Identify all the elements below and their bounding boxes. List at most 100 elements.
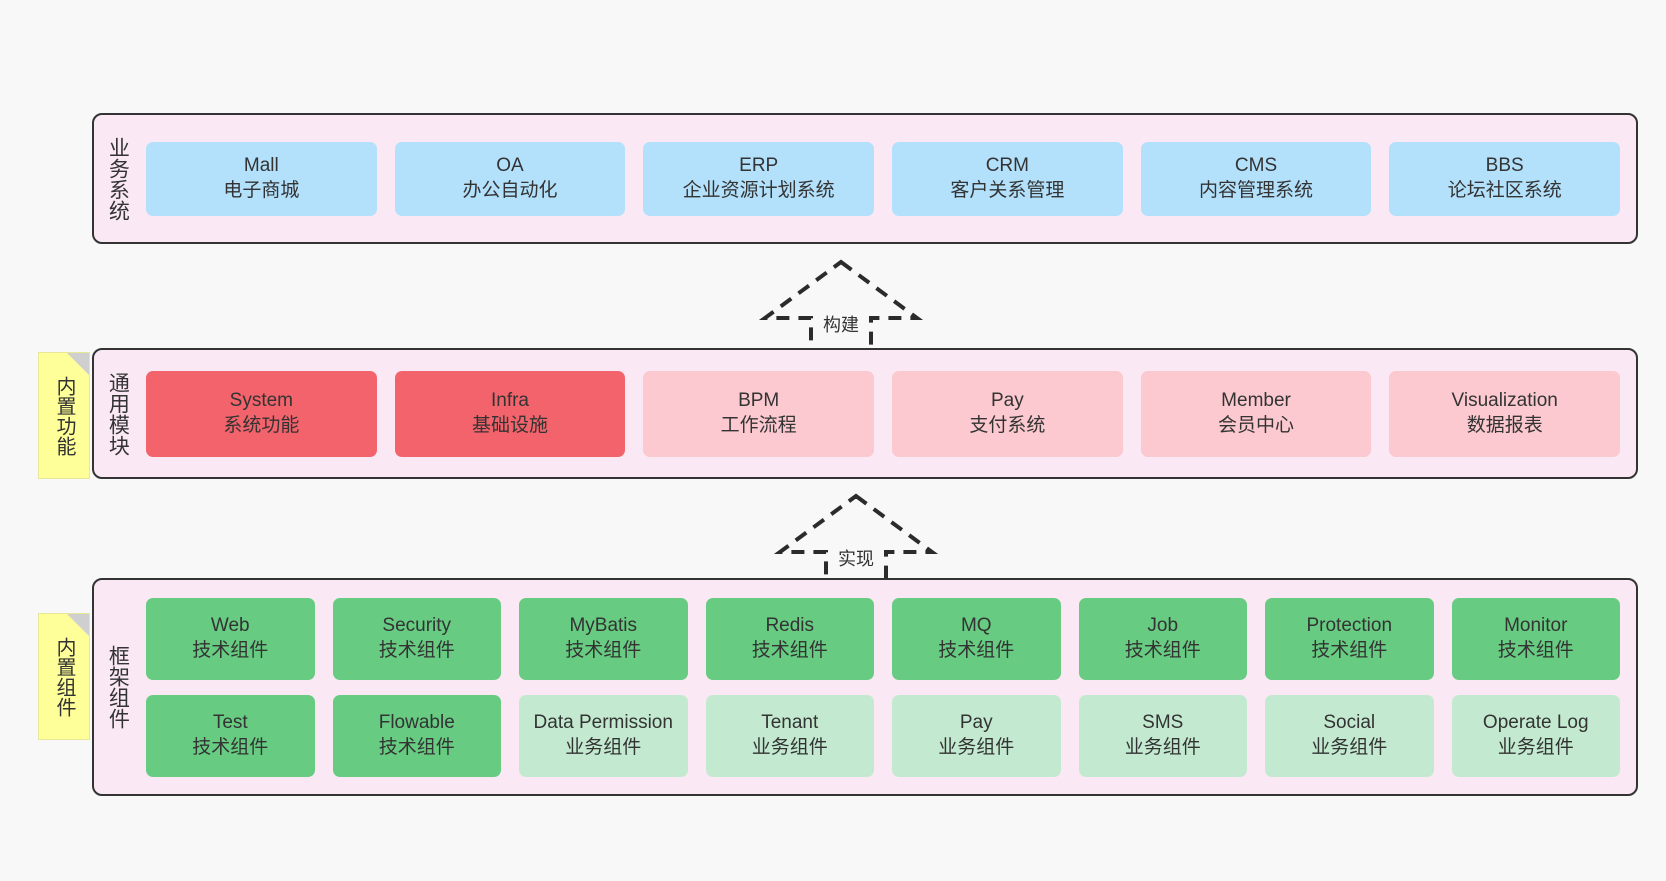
node-tenant[interactable]: Tenant 业务组件: [705, 694, 874, 777]
note-builtin-components: 内置组件: [38, 613, 90, 740]
node-bpm-title: BPM: [738, 389, 780, 411]
node-protection-subtitle: 技术组件: [1311, 639, 1388, 661]
node-redis[interactable]: Redis 技术组件: [705, 597, 874, 680]
node-flowable-title: Flowable: [378, 711, 455, 733]
node-system-title: System: [229, 389, 294, 411]
node-mq-title: MQ: [960, 614, 992, 636]
node-protection-title: Protection: [1306, 614, 1393, 636]
node-sms[interactable]: SMS 业务组件: [1078, 694, 1247, 777]
node-web-title: Web: [210, 614, 250, 636]
node-tenant-title: Tenant: [761, 711, 819, 733]
node-job-title: Job: [1147, 614, 1179, 636]
node-cms-subtitle: 内容管理系统: [1199, 179, 1314, 201]
note-builtin-functions-label: 内置功能: [53, 375, 75, 456]
node-mall[interactable]: Mall 电子商城: [146, 141, 377, 216]
node-oa-subtitle: 办公自动化: [462, 179, 558, 201]
row-business-components: Test 技术组件 Flowable 技术组件 Data Permission …: [146, 694, 1620, 777]
node-protection[interactable]: Protection 技术组件: [1265, 597, 1434, 680]
node-pay-module[interactable]: Pay 支付系统: [892, 370, 1123, 457]
node-security[interactable]: Security 技术组件: [332, 597, 501, 680]
node-data-permission-subtitle: 业务组件: [565, 736, 642, 758]
node-infra[interactable]: Infra 基础设施: [394, 370, 626, 457]
layer-title-business-systems: 业务系统: [106, 136, 130, 221]
layer-body-common-modules: System 系统功能 Infra 基础设施 BPM 工作流程 Pay 支付系统…: [140, 350, 1636, 477]
arrow-build: 构建: [758, 258, 924, 353]
node-operate-log-title: Operate Log: [1482, 711, 1589, 733]
node-visualization-title: Visualization: [1451, 389, 1558, 411]
node-member-subtitle: 会员中心: [1218, 414, 1295, 436]
node-mq-subtitle: 技术组件: [938, 639, 1015, 661]
node-data-permission-title: Data Permission: [533, 711, 673, 733]
node-tenant-subtitle: 业务组件: [751, 736, 828, 758]
node-sms-title: SMS: [1142, 711, 1184, 733]
node-member-title: Member: [1221, 389, 1291, 411]
note-builtin-components-label: 内置组件: [53, 636, 75, 717]
node-crm[interactable]: CRM 客户关系管理: [892, 141, 1123, 216]
node-mybatis[interactable]: MyBatis 技术组件: [519, 597, 688, 680]
layer-title-common-modules: 通用模块: [106, 371, 130, 456]
node-erp-title: ERP: [739, 154, 779, 176]
node-visualization[interactable]: Visualization 数据报表: [1389, 370, 1621, 457]
node-monitor-subtitle: 技术组件: [1497, 639, 1574, 661]
node-erp[interactable]: ERP 企业资源计划系统: [643, 141, 875, 216]
node-bbs-subtitle: 论坛社区系统: [1447, 179, 1562, 201]
node-mybatis-title: MyBatis: [569, 614, 638, 636]
node-oa[interactable]: OA 办公自动化: [394, 141, 626, 216]
node-pay-module-subtitle: 支付系统: [969, 414, 1046, 436]
arrow-realize-shape: [773, 493, 939, 586]
node-mall-title: Mall: [243, 154, 279, 176]
arrow-realize: 实现: [773, 492, 939, 587]
node-crm-subtitle: 客户关系管理: [950, 179, 1065, 201]
node-operate-log[interactable]: Operate Log 业务组件: [1451, 694, 1620, 777]
node-test-title: Test: [212, 711, 248, 733]
node-crm-title: CRM: [985, 154, 1029, 176]
row-business-systems: Mall 电子商城 OA 办公自动化 ERP 企业资源计划系统 CRM 客户关系…: [146, 141, 1621, 216]
node-mq[interactable]: MQ 技术组件: [892, 597, 1061, 680]
node-bbs[interactable]: BBS 论坛社区系统: [1389, 141, 1621, 216]
arrow-realize-label: 实现: [838, 549, 874, 569]
node-member[interactable]: Member 会员中心: [1140, 370, 1372, 457]
node-visualization-subtitle: 数据报表: [1466, 414, 1543, 436]
layer-title-framework-components: 框架组件: [106, 645, 130, 729]
note-fold-icon: [67, 614, 89, 636]
layer-business-systems: 业务系统 Mall 电子商城 OA 办公自动化 ERP 企业资源计划系统 CRM…: [92, 113, 1638, 244]
node-security-title: Security: [382, 614, 452, 636]
node-pay-component-title: Pay: [959, 711, 993, 733]
node-bpm[interactable]: BPM 工作流程: [643, 370, 875, 457]
layer-body-business-systems: Mall 电子商城 OA 办公自动化 ERP 企业资源计划系统 CRM 客户关系…: [140, 115, 1636, 242]
node-oa-title: OA: [496, 154, 524, 176]
arrow-build-shape: [758, 259, 924, 352]
node-flowable-subtitle: 技术组件: [378, 736, 455, 758]
node-social-title: Social: [1323, 711, 1376, 733]
node-job[interactable]: Job 技术组件: [1078, 597, 1247, 680]
node-infra-title: Infra: [490, 389, 530, 411]
node-erp-subtitle: 企业资源计划系统: [682, 179, 835, 201]
node-social[interactable]: Social 业务组件: [1265, 694, 1434, 777]
node-social-subtitle: 业务组件: [1311, 736, 1388, 758]
node-security-subtitle: 技术组件: [378, 639, 455, 661]
node-job-subtitle: 技术组件: [1124, 639, 1201, 661]
note-fold-icon: [67, 353, 89, 375]
row-common-modules: System 系统功能 Infra 基础设施 BPM 工作流程 Pay 支付系统…: [146, 370, 1621, 457]
node-redis-title: Redis: [765, 614, 815, 636]
node-cms[interactable]: CMS 内容管理系统: [1140, 141, 1372, 216]
node-cms-title: CMS: [1234, 154, 1278, 176]
node-mall-subtitle: 电子商城: [223, 179, 300, 201]
node-operate-log-subtitle: 业务组件: [1497, 736, 1574, 758]
node-test[interactable]: Test 技术组件: [146, 694, 315, 777]
node-pay-component[interactable]: Pay 业务组件: [892, 694, 1061, 777]
node-system[interactable]: System 系统功能: [146, 370, 377, 457]
node-data-permission[interactable]: Data Permission 业务组件: [519, 694, 688, 777]
node-pay-module-title: Pay: [990, 389, 1024, 411]
node-mybatis-subtitle: 技术组件: [565, 639, 642, 661]
arrow-build-label: 构建: [823, 315, 859, 335]
node-flowable[interactable]: Flowable 技术组件: [332, 694, 501, 777]
node-web-subtitle: 技术组件: [192, 639, 269, 661]
layer-common-modules: 通用模块 System 系统功能 Infra 基础设施 BPM 工作流程 Pay…: [92, 348, 1638, 479]
node-sms-subtitle: 业务组件: [1124, 736, 1201, 758]
node-system-subtitle: 系统功能: [223, 414, 300, 436]
node-web[interactable]: Web 技术组件: [146, 597, 315, 680]
node-monitor[interactable]: Monitor 技术组件: [1451, 597, 1620, 680]
node-bbs-title: BBS: [1485, 154, 1524, 176]
node-redis-subtitle: 技术组件: [751, 639, 828, 661]
